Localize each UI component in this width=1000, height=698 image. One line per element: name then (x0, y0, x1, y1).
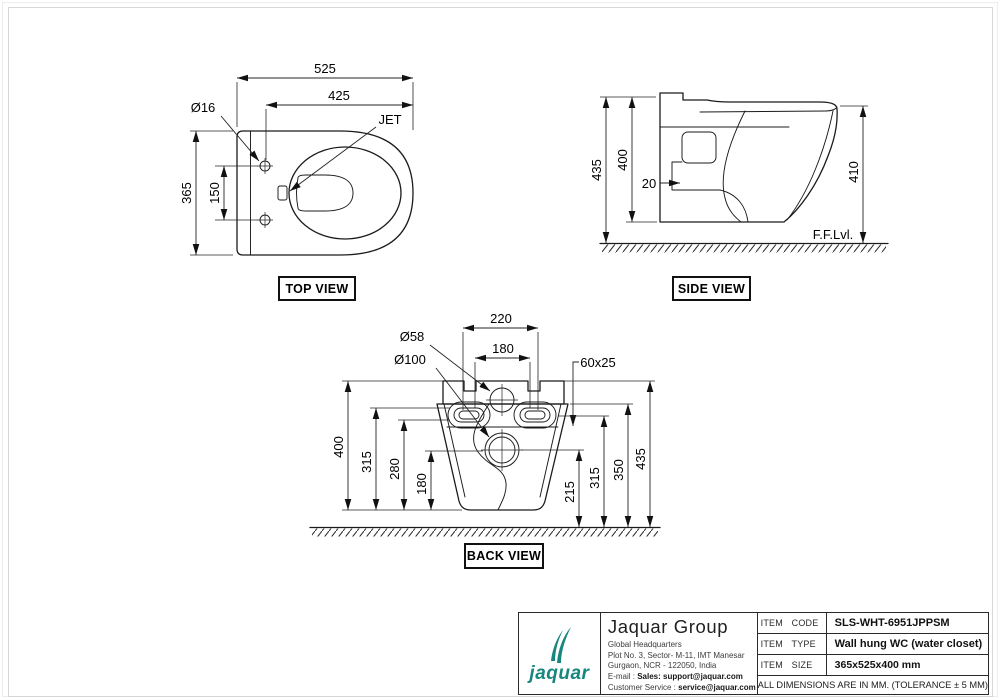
jaquar-logo: jaquar (519, 613, 601, 694)
dim-slot-span: 220 (490, 311, 512, 326)
side-view-caption: SIDE VIEW (672, 276, 751, 301)
top-view-caption: TOP VIEW (278, 276, 356, 301)
item-info-table: ITEM CODE SLS-WHT-6951JPPSM ITEM TYPE Wa… (757, 613, 988, 694)
dim-back-435: 435 (633, 448, 648, 470)
jaquar-wordmark: jaquar (529, 662, 590, 684)
item-size-value: 365x525x400 mm (834, 659, 921, 671)
item-size-row: ITEM SIZE 365x525x400 mm (757, 655, 988, 676)
wc-body-outline-side (659, 92, 838, 223)
jet-nozzle (277, 185, 288, 201)
service-email: service@jaquar.com (678, 682, 756, 692)
jet-label: JET (378, 112, 401, 127)
left-slot-inner (458, 410, 480, 420)
floor-level-label: F.F.Lvl. (813, 227, 853, 242)
top-view-drawing: 525 425 Ø16 JET 365 150 (178, 60, 414, 256)
sales-email: Sales: support@jaquar.com (637, 672, 743, 682)
wc-body-outline-top (236, 130, 414, 256)
dim-outlet-dia: Ø100 (394, 352, 426, 367)
dim-slot-size: 60x25 (580, 355, 615, 370)
bowl-rim (288, 146, 402, 240)
dim-bolt-spacing: 180 (492, 341, 514, 356)
inlet-centermark (486, 384, 518, 416)
item-code-value: SLS-WHT-6951JPPSM (834, 617, 950, 629)
dim-hole-spacing: 150 (207, 182, 222, 204)
item-code-row: ITEM CODE SLS-WHT-6951JPPSM (757, 613, 988, 634)
seat-underline (699, 106, 838, 113)
wc-body-outline-back (436, 403, 569, 511)
dim-back-215: 215 (562, 481, 577, 503)
item-type-label: ITEM TYPE (758, 634, 827, 654)
trap-outline (671, 161, 749, 223)
dim-inner-width: 425 (328, 88, 350, 103)
address-line-1: Global Headquarters (607, 640, 682, 649)
dim-overall-width: 525 (314, 61, 336, 76)
body-wall-lines (443, 403, 562, 498)
item-type-row: ITEM TYPE Wall hung WC (water closet) (757, 634, 988, 655)
dim-depth: 365 (179, 182, 194, 204)
item-size-label: ITEM SIZE (758, 655, 827, 675)
address-line-3: Gurgaon, NCR - 122050, India (607, 661, 717, 671)
right-slot (519, 407, 551, 423)
left-slot-recess (447, 401, 491, 429)
dim-top-hole-dia: Ø58 (400, 329, 425, 344)
dim-back-315-right: 315 (587, 467, 602, 489)
hole-centermarks (257, 158, 273, 228)
jaquar-logo-swoosh-icon (551, 626, 572, 663)
dim-body-height: 400 (615, 149, 630, 171)
dim-back-350: 350 (611, 459, 626, 481)
sheet-inner-frame (8, 7, 993, 697)
bowl-inner (296, 174, 354, 212)
dim-total-height: 435 (589, 159, 604, 181)
left-slot (453, 407, 485, 423)
dim-back-315-left: 315 (359, 451, 374, 473)
floor-hatch-side (602, 244, 886, 253)
service-line: Customer Service : service@jaquar.com (607, 682, 756, 692)
dim-back-180: 180 (414, 473, 429, 495)
bowl-back-curve (722, 110, 746, 223)
title-block: jaquar Jaquar Group Global Headquarters … (518, 612, 989, 695)
floor-hatch-back (312, 528, 658, 537)
dim-offset: 20 (642, 176, 656, 191)
address-line-2: Plot No. 3, Sector- M-11, IMT Manesar (607, 650, 745, 660)
outlet-centermark (481, 429, 523, 471)
side-view-drawing: 435 400 20 410 F.F.Lvl. (588, 92, 889, 253)
dim-hole-dia-label: Ø16 (191, 100, 216, 115)
right-slot-inner (524, 410, 546, 420)
bowl-front-curve (786, 110, 834, 221)
trapway-curve (473, 403, 507, 511)
dim-rim-height: 410 (846, 161, 861, 183)
company-name: Jaquar Group (607, 616, 729, 637)
flush-opening (681, 131, 717, 164)
tolerance-note: ALL DIMENSIONS ARE IN MM. (TOLERANCE ± 5… (757, 680, 988, 690)
email-line: E-mail : Sales: support@jaquar.com (607, 672, 743, 682)
right-slot-recess (513, 401, 557, 429)
item-code-label: ITEM CODE (758, 613, 827, 633)
item-type-value: Wall hung WC (water closet) (834, 638, 983, 650)
dim-back-280: 280 (387, 458, 402, 480)
company-address-cell: Jaquar Group Global Headquarters Plot No… (601, 613, 758, 694)
back-view-drawing: 220 180 Ø58 Ø100 60x25 400 315 280 180 (309, 310, 661, 537)
dim-back-400: 400 (331, 436, 346, 458)
back-view-caption: BACK VIEW (464, 543, 544, 569)
